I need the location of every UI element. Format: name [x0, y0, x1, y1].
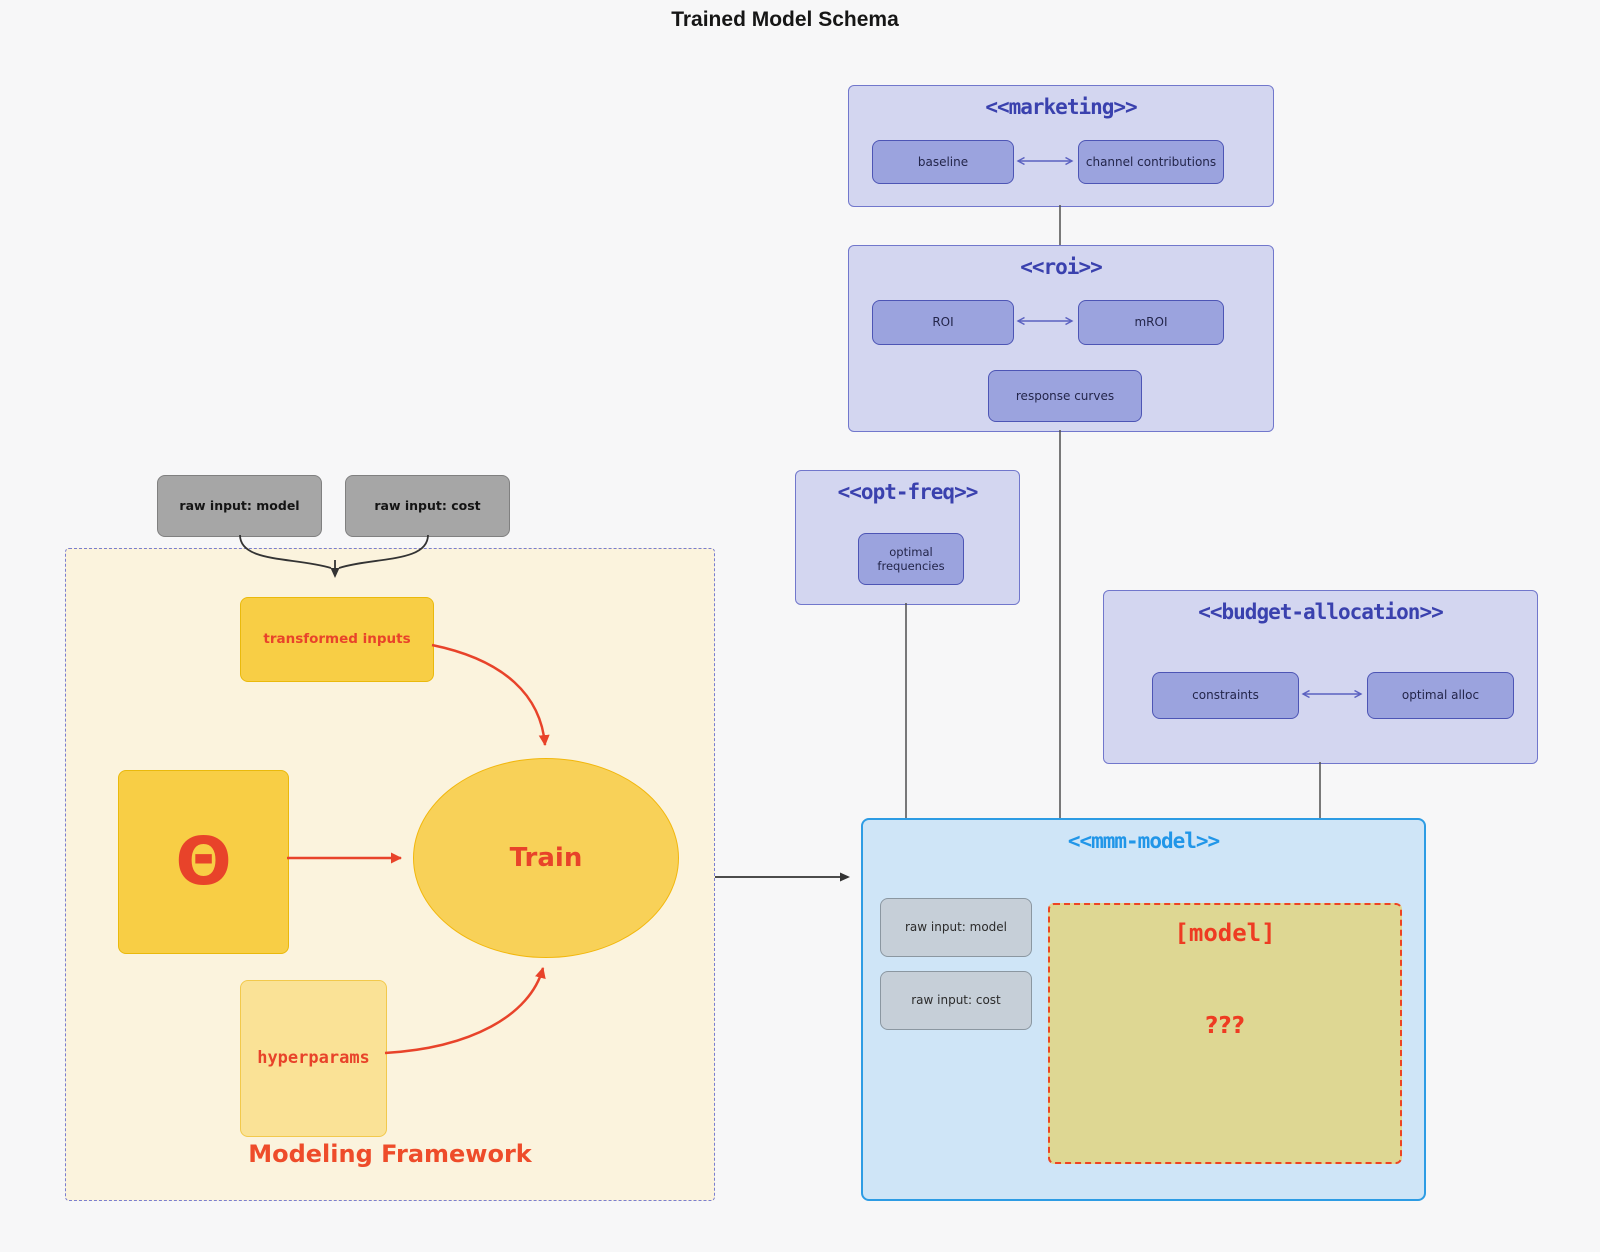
node-optimal-frequencies-label: optimal frequencies — [877, 544, 945, 573]
group-marketing-title: <<marketing>> — [985, 95, 1137, 119]
model-placeholder-box: [model] ??? — [1048, 903, 1402, 1164]
node-optimal-alloc-label: optimal alloc — [1401, 688, 1480, 702]
node-constraints-label: constraints — [1192, 688, 1259, 702]
node-response-curves-label: response curves — [1015, 388, 1115, 403]
node-channel-contributions-label: channel contributions — [1085, 154, 1217, 169]
node-theta-label: Θ — [175, 822, 232, 900]
node-hyperparams-label: hyperparams — [257, 1047, 370, 1068]
node-raw-input-model: raw input: model — [157, 475, 322, 537]
group-modeling-framework-title: Modeling Framework — [248, 1140, 532, 1168]
node-roi: ROI — [872, 300, 1014, 345]
model-placeholder-title: [model] — [1174, 919, 1276, 947]
node-raw-input-cost: raw input: cost — [345, 475, 510, 537]
node-baseline: baseline — [872, 140, 1014, 184]
node-response-curves: response curves — [988, 370, 1142, 422]
group-mmm-model-title: <<mmm-model>> — [1067, 829, 1220, 853]
node-baseline-label: baseline — [917, 154, 969, 169]
node-mroi: mROI — [1078, 300, 1224, 345]
node-transformed-inputs: transformed inputs — [240, 597, 434, 682]
node-optimal-frequencies: optimal frequencies — [858, 533, 964, 585]
node-mmm-raw-input-cost: raw input: cost — [880, 971, 1032, 1030]
node-mmm-raw-input-model: raw input: model — [880, 898, 1032, 957]
diagram-title: Trained Model Schema — [671, 8, 899, 31]
node-channel-contributions: channel contributions — [1078, 140, 1224, 184]
node-mroi-label: mROI — [1134, 315, 1168, 329]
node-train: Train — [413, 758, 679, 958]
group-budget-allocation-title: <<budget-allocation>> — [1198, 600, 1444, 624]
node-mmm-raw-input-cost-label: raw input: cost — [911, 993, 1001, 1007]
node-mmm-raw-input-model-label: raw input: model — [904, 920, 1007, 934]
model-placeholder-unknown: ??? — [1204, 1013, 1246, 1039]
group-roi-title: <<roi>> — [1020, 255, 1103, 279]
node-transformed-inputs-label: transformed inputs — [263, 631, 411, 648]
node-roi-label: ROI — [932, 315, 954, 329]
node-train-label: Train — [509, 842, 583, 873]
node-hyperparams: hyperparams — [240, 980, 387, 1137]
node-raw-input-cost-label: raw input: cost — [374, 498, 481, 514]
node-theta: Θ — [118, 770, 289, 954]
node-raw-input-model-label: raw input: model — [179, 498, 300, 514]
node-constraints: constraints — [1152, 672, 1299, 719]
group-opt-freq-title: <<opt-freq>> — [837, 480, 979, 504]
node-optimal-alloc: optimal alloc — [1367, 672, 1514, 719]
